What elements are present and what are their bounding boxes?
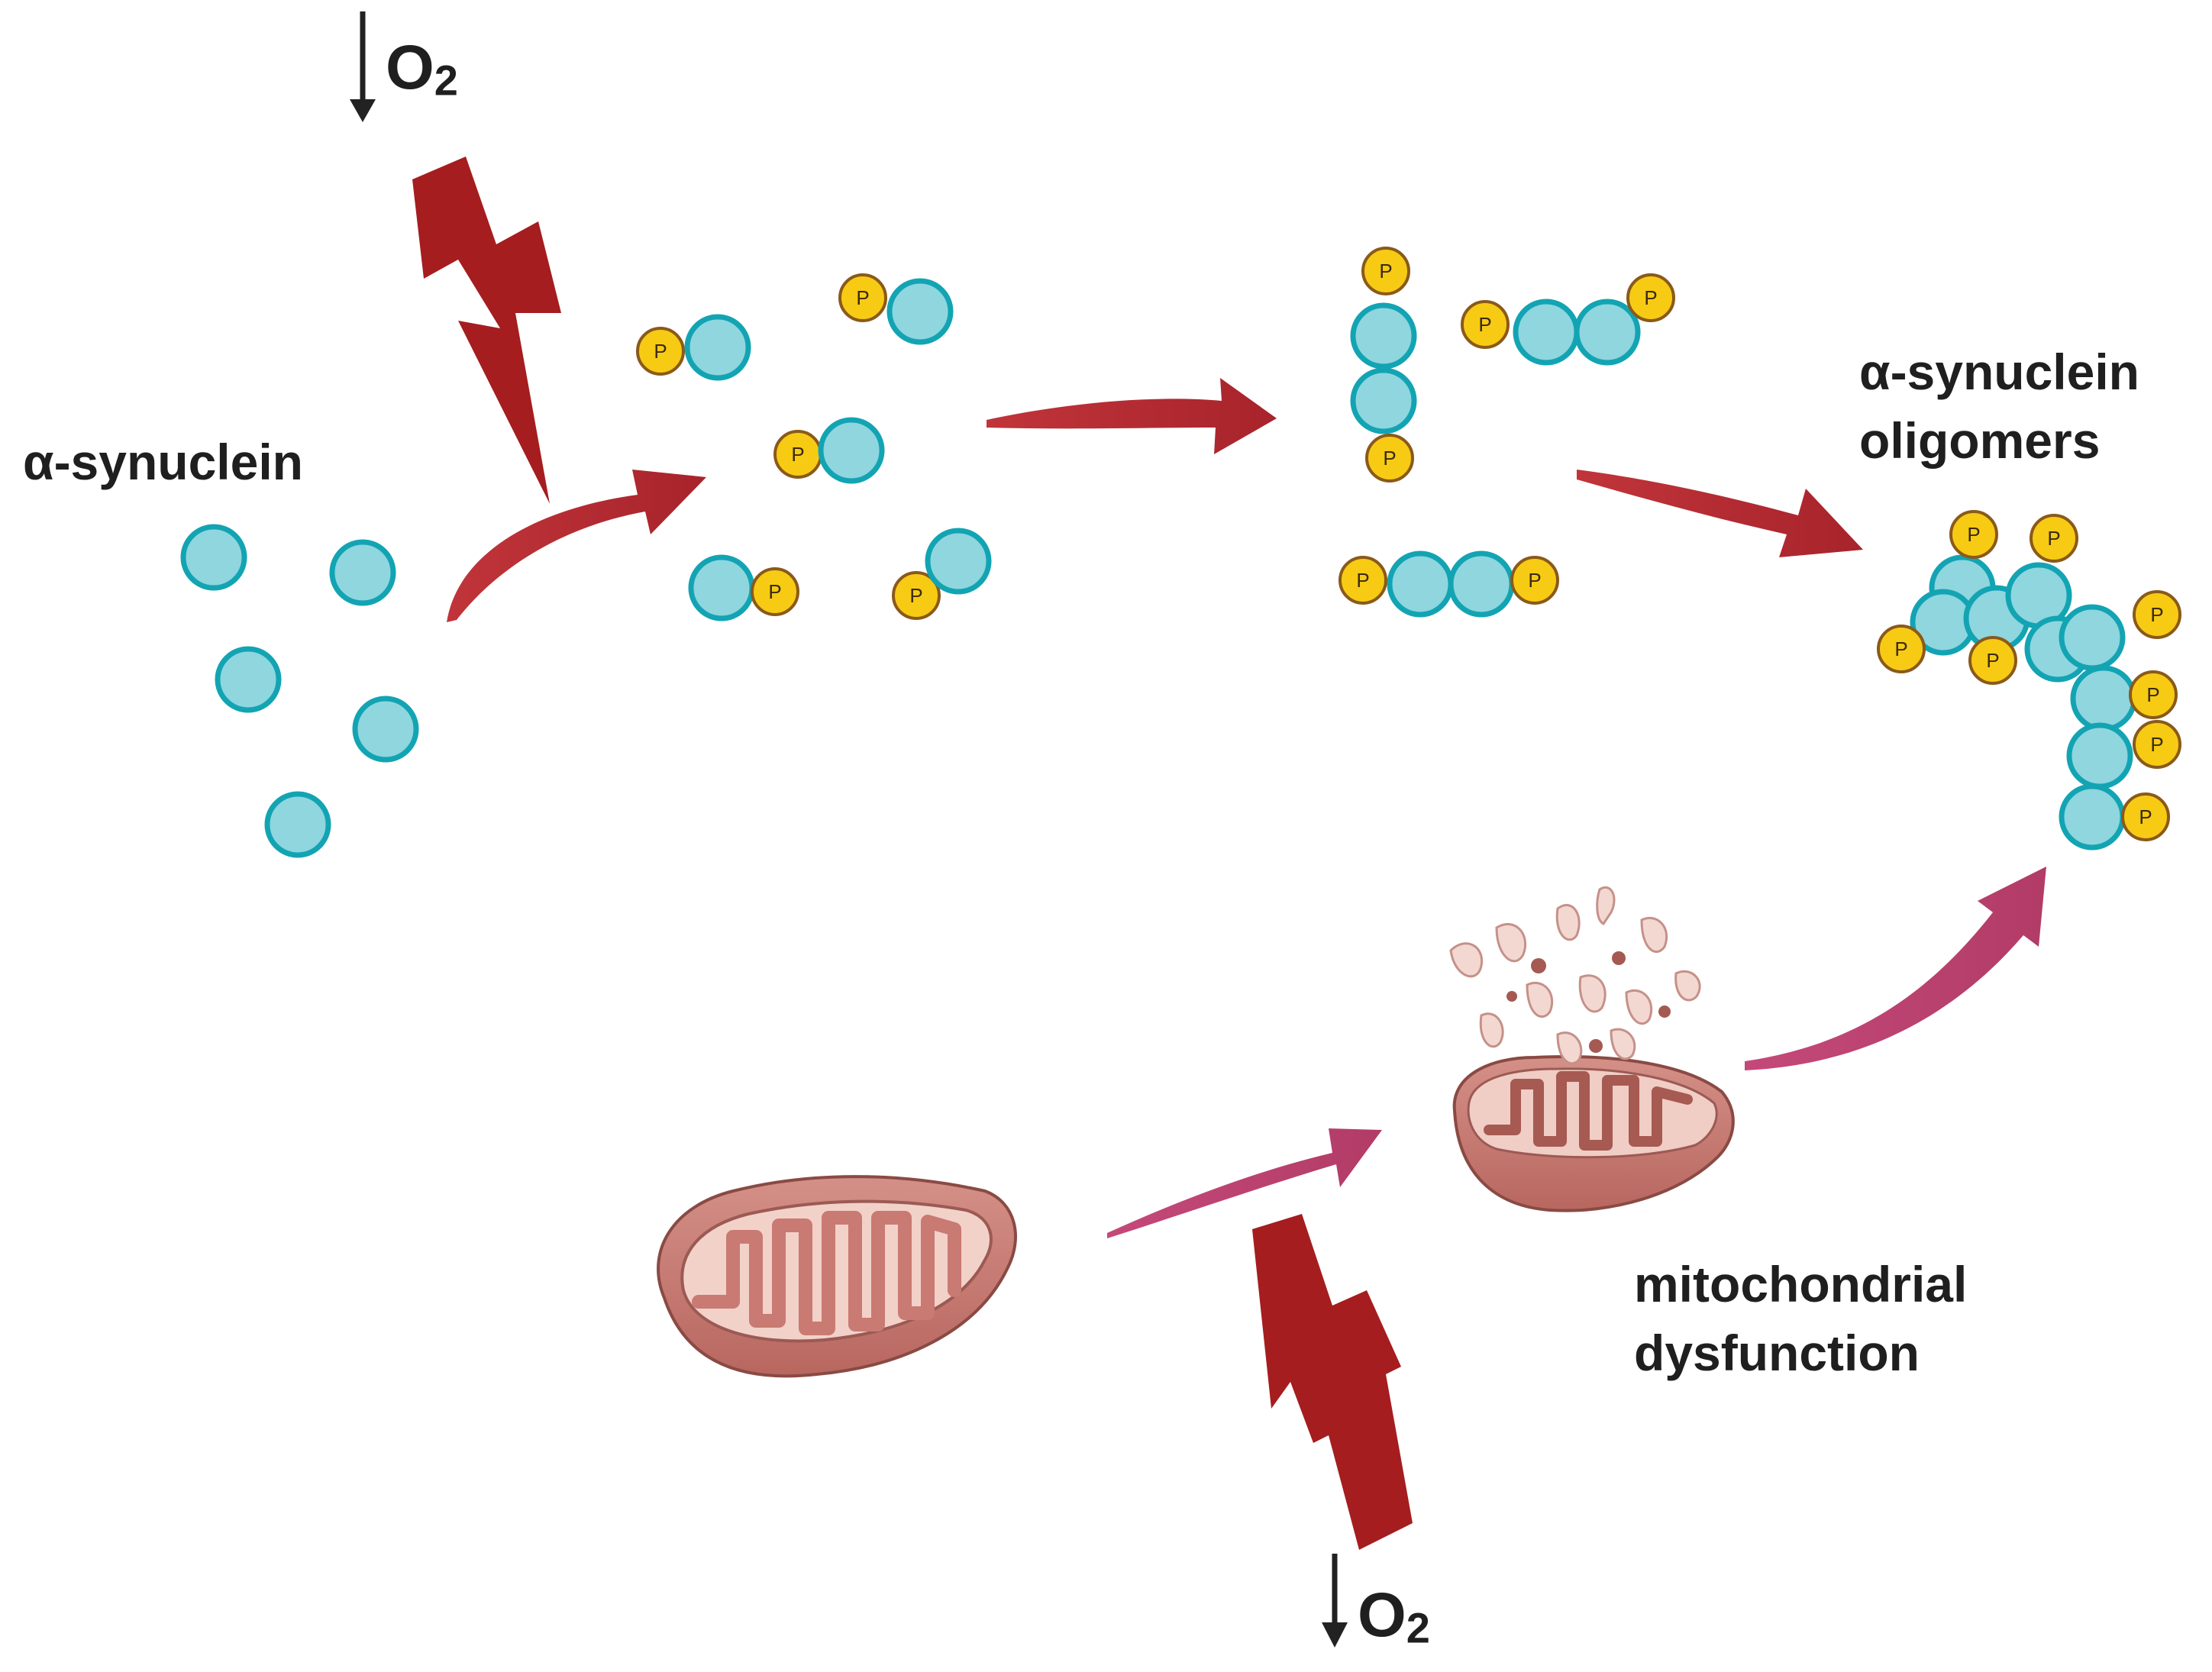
phosphate-group-icon: P: [1365, 434, 1414, 483]
synuclein-monomer: [886, 278, 954, 345]
mitochondrion-healthy-icon: [657, 1175, 1017, 1378]
lightning-bolt-icon: [1252, 1214, 1413, 1550]
phosphate-label: P: [1478, 313, 1491, 336]
phosphorylated-synuclein-group: P P P P P P P P P P P P P P P P P P P: [636, 247, 2181, 851]
phosphate-group-icon: P: [1626, 273, 1675, 322]
synuclein-monomer: [2066, 722, 2133, 789]
down-arrow-icon: [1322, 1554, 1348, 1648]
synuclein-monomer: [818, 417, 885, 484]
phosphate-group-icon: P: [1361, 247, 1410, 295]
synuclein-monomer: [352, 696, 419, 763]
phosphate-group-icon: P: [1968, 636, 2017, 685]
phosphate-label: P: [856, 286, 869, 309]
synuclein-monomer: [180, 524, 247, 591]
phosphate-group-icon: P: [773, 430, 822, 479]
label-mito-line2: dysfunction: [1634, 1325, 1920, 1381]
synuclein-monomer: [1448, 550, 1515, 618]
lightning-bolt-icon: [412, 157, 561, 504]
process-arrow-3: [1577, 470, 1863, 557]
phosphate-label: P: [909, 584, 922, 607]
phosphate-label: P: [2146, 683, 2159, 706]
label-oligomers-line1: α-synuclein: [1859, 344, 2139, 400]
process-arrow-5: [1745, 867, 2046, 1070]
synuclein-monomer: [1513, 299, 1580, 366]
phosphate-label: P: [768, 580, 781, 603]
phosphate-label: P: [791, 443, 804, 466]
oxygen-subscript: 2: [434, 56, 458, 105]
phosphate-label: P: [2150, 603, 2163, 626]
process-arrow-1: [447, 470, 706, 622]
label-alpha-synuclein: α-synuclein: [23, 434, 303, 490]
phosphate-label: P: [1356, 569, 1369, 592]
phosphate-label: P: [1379, 260, 1392, 282]
synuclein-monomer: [2059, 604, 2126, 671]
synuclein-monomer: [1350, 367, 1417, 434]
label-oligomers-line2: oligomers: [1859, 412, 2100, 469]
phosphate-label: P: [1644, 286, 1657, 309]
phosphate-group-icon: P: [2133, 720, 2181, 769]
phosphate-group-icon: P: [1339, 556, 1387, 605]
process-arrow-2: [987, 378, 1277, 454]
oxygen-symbol: O: [386, 33, 434, 102]
synuclein-monomer: [215, 646, 282, 713]
phosphate-group-icon: P: [2030, 514, 2078, 563]
phosphate-label: P: [1383, 447, 1396, 470]
phosphate-group-icon: P: [838, 273, 887, 322]
phosphate-label: P: [2047, 527, 2060, 550]
synuclein-monomer: [688, 554, 755, 621]
label-mito-line1: mitochondrial: [1634, 1256, 1967, 1312]
synuclein-monomer: [1350, 302, 1417, 370]
phosphate-group-icon: P: [1461, 300, 1510, 349]
phosphate-group-icon: P: [2133, 590, 2181, 639]
synuclein-monomer: [925, 528, 992, 595]
phosphate-label: P: [1986, 649, 1999, 672]
phosphate-group-icon: P: [1877, 625, 1926, 673]
down-arrow-icon: [350, 11, 376, 122]
synuclein-monomer: [264, 791, 331, 858]
oxygen-subscript: 2: [1406, 1603, 1430, 1652]
process-arrow-4: [1107, 1128, 1382, 1238]
phosphate-group-icon: P: [751, 567, 799, 616]
synuclein-monomer: [2059, 783, 2126, 851]
monomer-group: [180, 524, 419, 858]
phosphate-group-icon: P: [1510, 556, 1559, 605]
synuclein-monomer: [2070, 665, 2137, 732]
phosphate-group-icon: P: [636, 327, 685, 376]
synuclein-monomer: [329, 539, 396, 606]
phosphate-group-icon: P: [2129, 670, 2178, 719]
phosphate-label: P: [654, 340, 667, 363]
mitochondrion-damaged-icon: [1449, 886, 1735, 1212]
phosphate-label: P: [1894, 637, 1907, 660]
phosphate-label: P: [2139, 805, 2152, 828]
hypoxia-label-top: O2: [386, 37, 458, 102]
phosphate-group-icon: P: [892, 571, 941, 620]
phosphate-label: P: [1967, 523, 1980, 546]
phosphate-label: P: [2150, 733, 2163, 756]
synuclein-monomer: [1574, 299, 1641, 366]
phosphate-group-icon: P: [2121, 792, 2170, 841]
synuclein-monomer: [1387, 550, 1454, 618]
oxygen-symbol: O: [1358, 1580, 1406, 1650]
phosphate-label: P: [1528, 569, 1541, 592]
hypoxia-label-bottom: O2: [1358, 1584, 1430, 1649]
phosphate-group-icon: P: [1949, 510, 1998, 559]
synuclein-monomer: [684, 314, 751, 381]
